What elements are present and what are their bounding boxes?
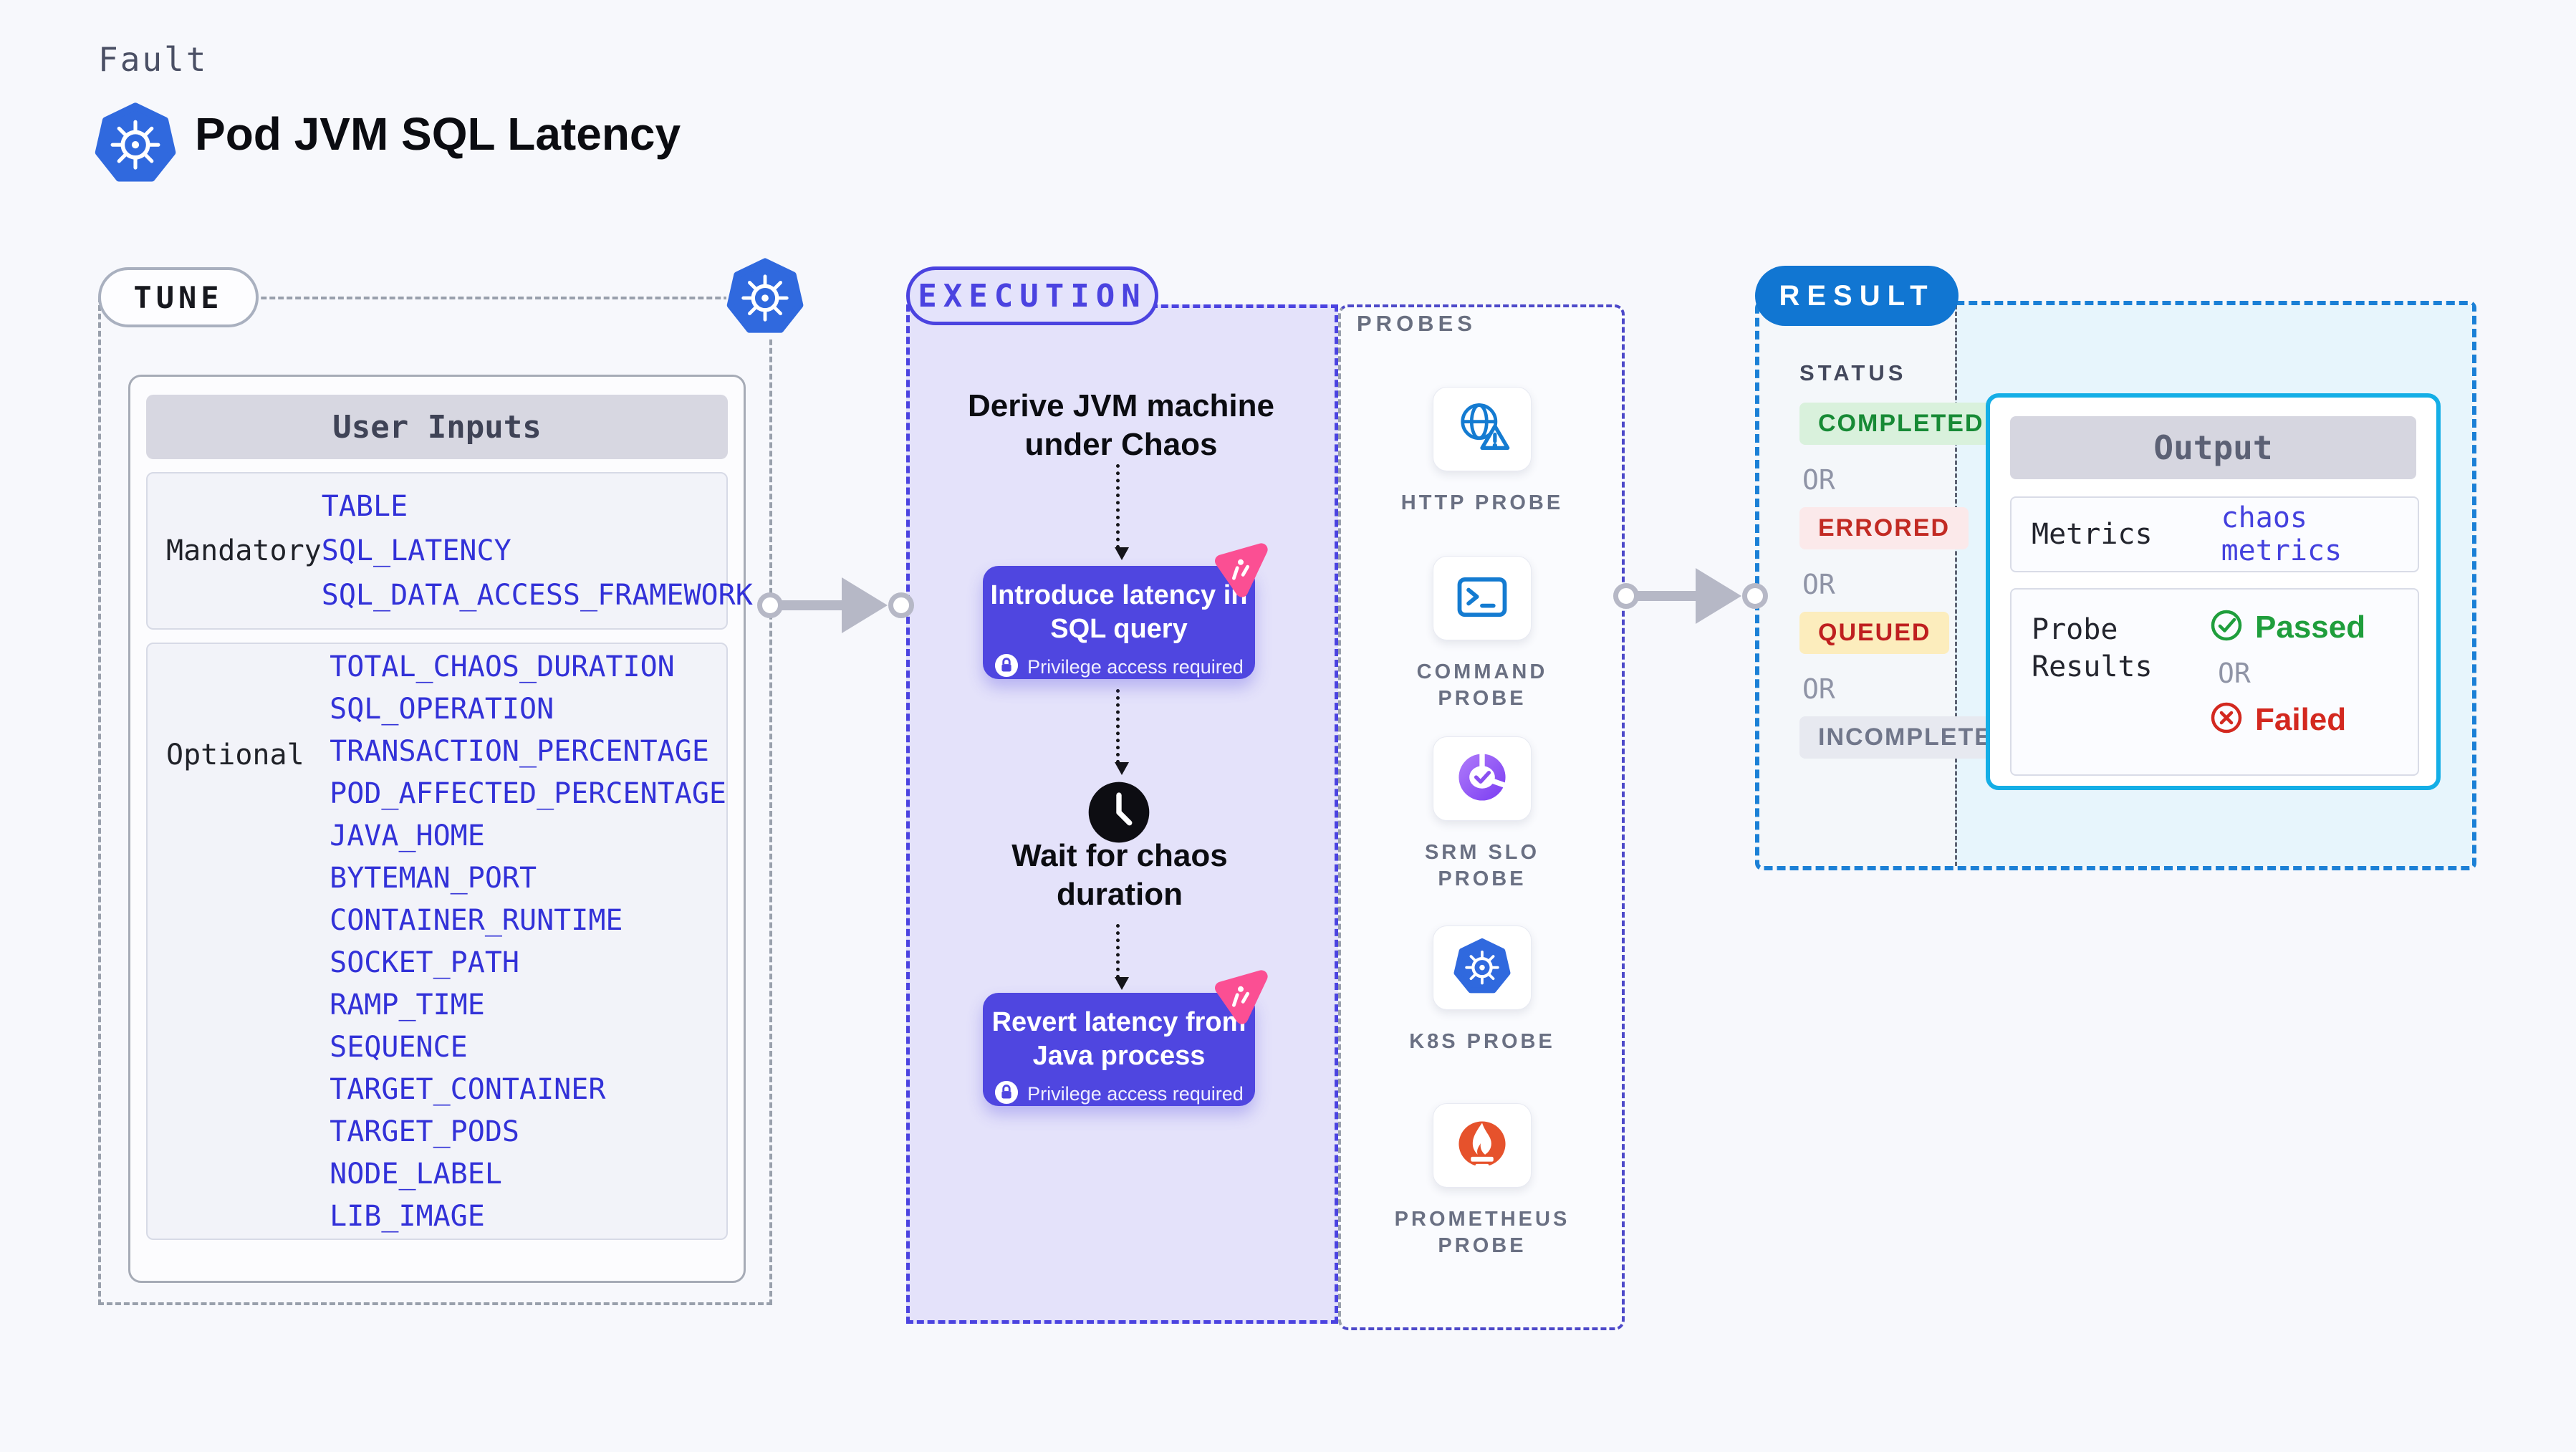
probe-card: [1433, 556, 1532, 640]
or-label: OR: [2218, 658, 2251, 689]
output-header: Output: [2010, 416, 2416, 479]
param: LIB_IMAGE: [330, 1199, 485, 1233]
litmus-chaos-icon: [1212, 968, 1269, 1029]
page-title: Pod JVM SQL Latency: [195, 108, 681, 160]
slo-pie-icon: [1452, 747, 1512, 811]
probe-results-label: Probe Results: [2032, 613, 2153, 683]
probe-item-srm-slo: SRM SLO PROBE: [1367, 736, 1597, 893]
or-label: OR: [1802, 464, 1835, 496]
probe-card: [1433, 1103, 1532, 1188]
kubernetes-icon: [1452, 936, 1512, 1000]
connector-arrow: [1114, 689, 1129, 775]
lock-icon: [994, 653, 1019, 681]
param: POD_AFFECTED_PERCENTAGE: [330, 777, 726, 810]
lock-icon: [994, 1080, 1019, 1108]
passed-line: Passed: [2209, 608, 2365, 646]
probe-results-values: Passed OR Failed: [2209, 590, 2365, 774]
param: BYTEMAN_PORT: [330, 861, 537, 895]
or-label: OR: [1802, 673, 1835, 705]
probe-results-row: Probe Results Passed OR Failed: [2010, 588, 2419, 776]
param: TARGET_PODS: [330, 1115, 520, 1148]
privilege-note-text: Privilege access required: [1027, 1083, 1244, 1105]
probe-name: PROMETHEUS PROBE: [1394, 1208, 1570, 1257]
failed-label: Failed: [2255, 701, 2347, 737]
probe-name: K8S PROBE: [1409, 1030, 1555, 1053]
or-label: OR: [1802, 569, 1835, 600]
param: SEQUENCE: [330, 1030, 468, 1064]
prometheus-icon: [1452, 1114, 1512, 1178]
status-badge-queued: QUEUED: [1799, 612, 1950, 654]
action-title: Revert latency from Java process: [991, 1007, 1246, 1071]
action-introduce-latency: Introduce latency in SQL query Privilege…: [983, 566, 1255, 679]
step-wait-duration: Wait for chaos duration: [1011, 838, 1228, 912]
globe-alert-icon: [1452, 398, 1512, 461]
probe-name: SRM SLO PROBE: [1424, 841, 1540, 890]
param: SQL_DATA_ACCESS_FRAMEWORK: [321, 579, 753, 612]
param: TRANSACTION_PERCENTAGE: [330, 734, 709, 768]
result-badge: RESULT: [1755, 266, 1959, 326]
status-badge-completed: COMPLETED: [1799, 403, 2003, 445]
kubernetes-icon: [720, 251, 810, 341]
optional-param-list: TOTAL_CHAOS_DURATION SQL_OPERATION TRANS…: [330, 644, 726, 1239]
mandatory-label: Mandatory: [166, 534, 322, 567]
param: RAMP_TIME: [330, 988, 485, 1021]
probe-card: [1433, 736, 1532, 821]
metrics-label: Metrics: [2032, 518, 2153, 551]
probe-item-k8s: K8S PROBE: [1367, 925, 1597, 1055]
probe-card: [1433, 387, 1532, 471]
tune-badge: TUNE: [98, 267, 259, 327]
param: TABLE: [321, 490, 408, 523]
user-inputs-header: User Inputs: [146, 395, 728, 459]
probe-card: [1433, 925, 1532, 1010]
action-title: Introduce latency in SQL query: [990, 580, 1248, 644]
probe-item-command: COMMAND PROBE: [1367, 556, 1597, 712]
action-revert-latency: Revert latency from Java process Privile…: [983, 993, 1255, 1106]
clock-icon: [1086, 779, 1152, 849]
kubernetes-icon: [95, 102, 176, 190]
probe-name: COMMAND PROBE: [1416, 660, 1548, 710]
param: SOCKET_PATH: [330, 946, 520, 979]
status-label: STATUS: [1799, 360, 1907, 385]
param: TARGET_CONTAINER: [330, 1072, 606, 1106]
terminal-icon: [1452, 567, 1512, 630]
param: JAVA_HOME: [330, 819, 485, 852]
x-circle-icon: [2209, 701, 2244, 739]
connector-arrow: [1114, 464, 1129, 560]
param: NODE_LABEL: [330, 1157, 502, 1191]
failed-line: Failed: [2209, 701, 2365, 739]
check-circle-icon: [2209, 608, 2244, 646]
status-badge-errored: ERRORED: [1799, 507, 1969, 549]
litmus-chaos-icon: [1212, 542, 1269, 602]
probe-name: HTTP PROBE: [1400, 491, 1564, 514]
privilege-note: Privilege access required: [994, 653, 1244, 681]
mandatory-param-list: TABLE SQL_LATENCY SQL_DATA_ACCESS_FRAMEW…: [322, 473, 753, 628]
optional-label: Optional: [166, 739, 304, 771]
optional-inputs-row: Optional TOTAL_CHAOS_DURATION SQL_OPERAT…: [146, 643, 728, 1240]
probe-item-prometheus: PROMETHEUS PROBE: [1367, 1103, 1597, 1259]
probe-item-http: HTTP PROBE: [1367, 387, 1597, 516]
param: SQL_LATENCY: [321, 534, 511, 567]
output-card: Output Metrics chaos metrics Probe Resul…: [1986, 393, 2441, 790]
privilege-note: Privilege access required: [994, 1080, 1244, 1108]
param: SQL_OPERATION: [330, 692, 554, 726]
passed-label: Passed: [2255, 609, 2366, 645]
privilege-note-text: Privilege access required: [1027, 656, 1244, 678]
param: TOTAL_CHAOS_DURATION: [330, 650, 675, 683]
connector-arrow: [1114, 924, 1129, 990]
probes-label: PROBES: [1357, 311, 1476, 336]
param: CONTAINER_RUNTIME: [330, 903, 623, 937]
tune-section-box: [98, 297, 772, 1305]
metrics-value: chaos metrics: [2221, 501, 2342, 567]
metrics-row: Metrics chaos metrics: [2010, 496, 2419, 572]
fault-eyebrow: Fault: [98, 40, 208, 79]
step-derive-jvm: Derive JVM machine under Chaos: [968, 388, 1274, 462]
execution-badge: EXECUTION: [906, 266, 1158, 325]
mandatory-inputs-row: Mandatory TABLE SQL_LATENCY SQL_DATA_ACC…: [146, 472, 753, 630]
